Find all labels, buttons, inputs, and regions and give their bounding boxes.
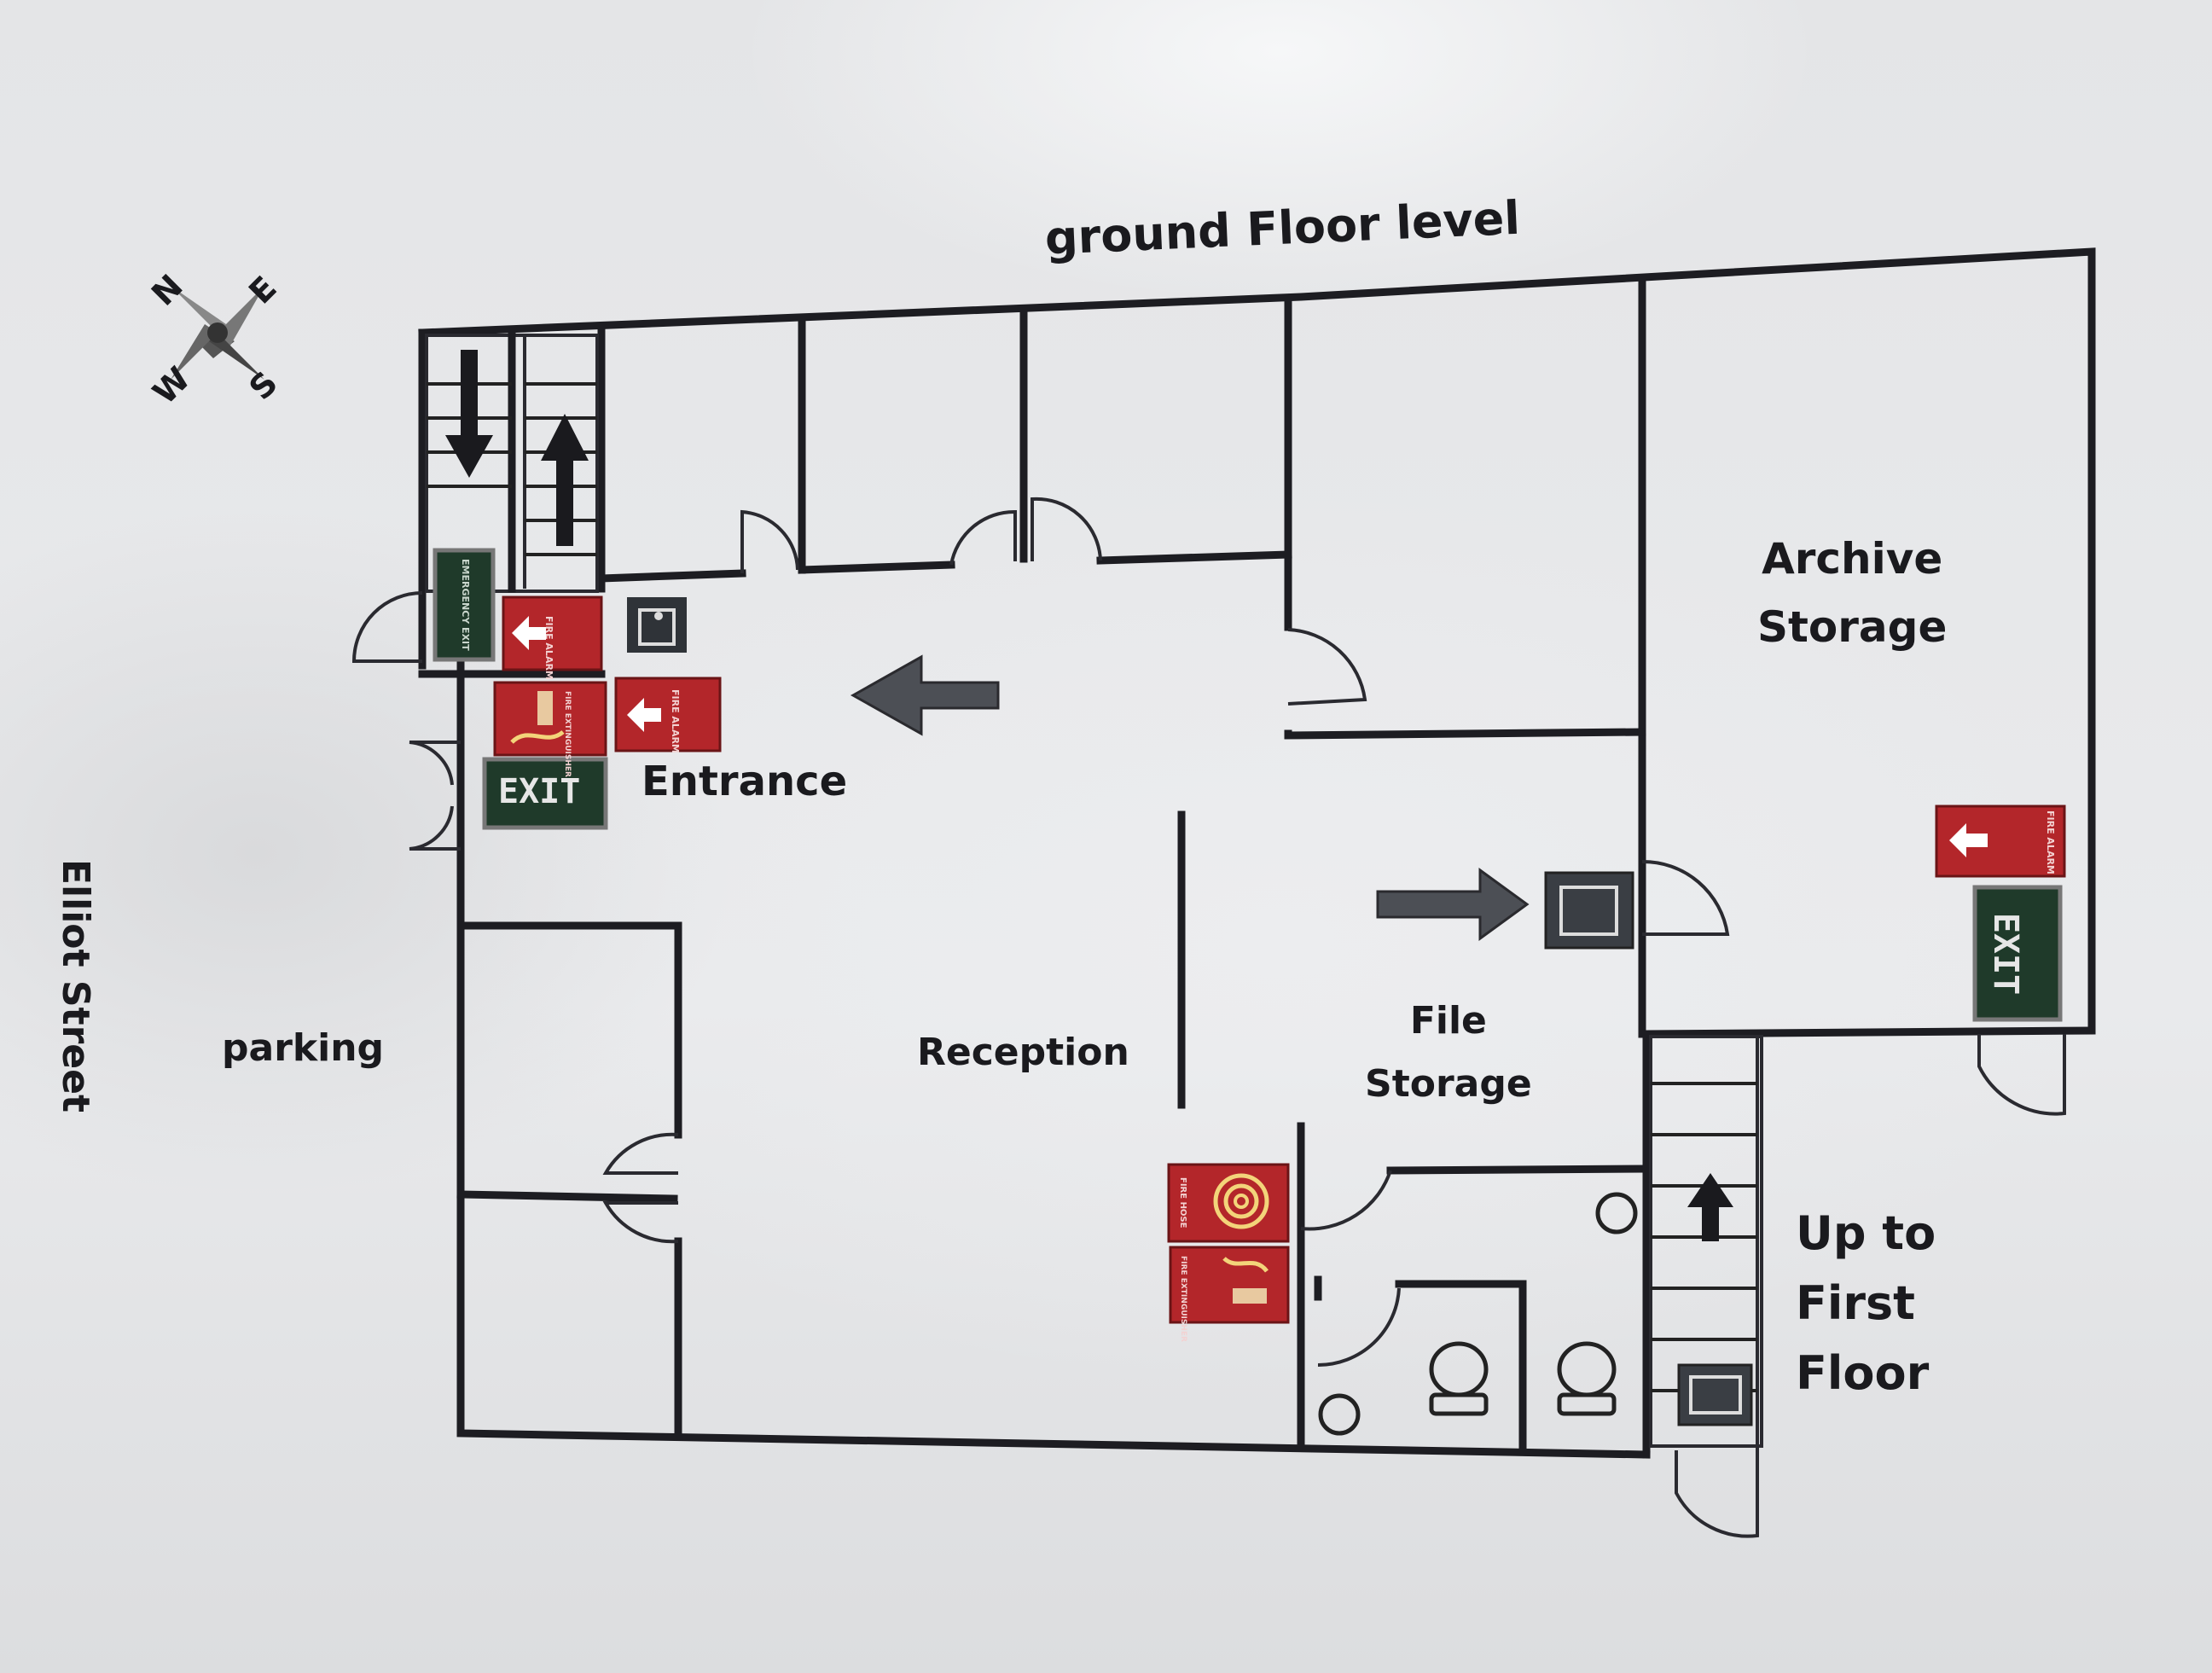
up-to-first-floor-label: Up to First Floor [1796, 1206, 1936, 1400]
exit-sign-icon [1972, 885, 2063, 1022]
exit-sign-label: EXIT [1986, 912, 2026, 996]
exit-sign-icon [482, 757, 608, 830]
arrow-left-icon [850, 654, 1000, 736]
exit-running-man-icon [1677, 1363, 1753, 1426]
left-stairwell [425, 331, 599, 593]
compass-icon [171, 286, 264, 380]
arrow-up-icon [1687, 1173, 1733, 1241]
sink-icon [1318, 1393, 1361, 1436]
fire-alarm-sign-label: FIRE ALARM [2045, 810, 2056, 874]
emergency-exit-sign-label: EMERGENCY EXIT [460, 559, 471, 651]
fire-hose-sign-label: FIRE HOSE [1178, 1177, 1187, 1229]
exit-running-man-icon [1544, 871, 1634, 950]
fire-alarm-sign-label: FIRE ALARM [670, 689, 681, 753]
fire-extinguisher-sign-label: FIRE EXTINGUISHER [563, 691, 572, 777]
fire-alarm-sign-icon [502, 595, 603, 671]
fire-hose-sign-icon [1167, 1163, 1290, 1243]
fire-alarm-sign-icon [1935, 805, 2066, 878]
archive-storage-label: Archive Storage [1757, 534, 1948, 652]
sink-icon [1595, 1192, 1638, 1234]
reception-label: Reception [917, 1031, 1129, 1074]
street-label: Elliot Street [54, 858, 98, 1113]
right-stairwell [1649, 1035, 1763, 1527]
fire-extinguisher-sign-icon [1169, 1246, 1290, 1324]
fire-extinguisher-sign-icon [493, 681, 607, 757]
exit-sign-label: EXIT [498, 772, 581, 811]
arrow-down-icon [445, 350, 493, 478]
arrow-right-icon [1376, 868, 1530, 941]
left-offices [456, 810, 1186, 1438]
entrance-label: Entrance [642, 758, 848, 805]
washroom-block [1297, 1122, 1646, 1455]
toilet-icon [1429, 1341, 1489, 1416]
fire-alarm-sign-icon [614, 677, 722, 752]
doors [351, 497, 2066, 1538]
toilet-icon [1557, 1341, 1617, 1416]
fire-extinguisher-sign-label: FIRE EXTINGUISHER [1179, 1256, 1187, 1342]
parking-label: parking [222, 1026, 385, 1070]
file-storage-label: File Storage [1365, 999, 1532, 1106]
fire-alarm-sign-label: FIRE ALARM [543, 616, 554, 680]
outer-walls [418, 247, 2096, 1459]
top-offices [418, 277, 1646, 1038]
emergency-exit-sign-icon [433, 548, 496, 662]
arrow-up-icon [541, 414, 589, 546]
exit-running-man-icon [627, 597, 687, 653]
